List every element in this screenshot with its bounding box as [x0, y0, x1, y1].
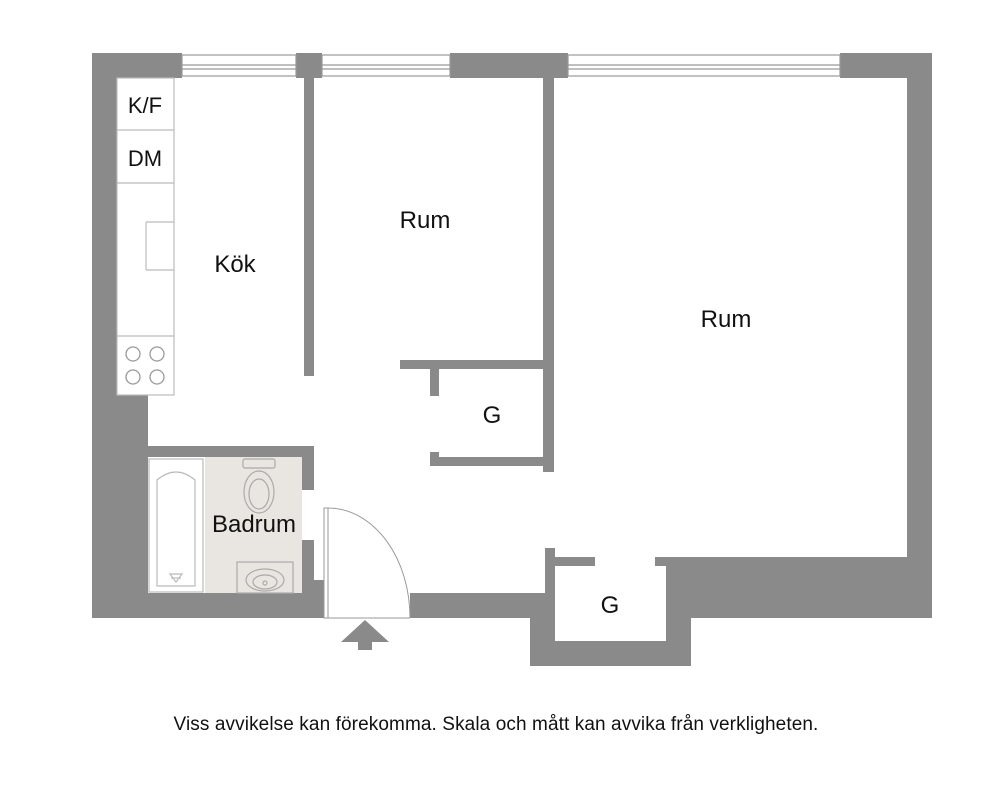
- entrance-arrow-icon: [341, 620, 389, 650]
- kitchen-counter: [116, 77, 175, 396]
- wall-closet-bottom: [530, 641, 691, 666]
- windows: [181, 54, 841, 77]
- wall-top-mid1: [296, 53, 322, 78]
- room-label-small-room: Rum: [400, 207, 451, 234]
- wall-closet-lower-top-right: [655, 557, 691, 566]
- wall-bottom-left: [92, 593, 324, 618]
- wall-bottom-right: [666, 557, 932, 618]
- interior-walls: [148, 78, 691, 618]
- wall-room-divider: [543, 78, 554, 472]
- wall-closet-upper-bottom: [430, 457, 554, 466]
- fridge-freezer-label: K/F: [128, 93, 162, 118]
- wall-room-small-bottom: [400, 360, 554, 369]
- sink-icon: [236, 561, 294, 594]
- outer-walls: [92, 53, 932, 666]
- disclaimer-text: Viss avvikelse kan förekomma. Skala och …: [173, 714, 819, 735]
- wall-closet-stub-top: [430, 369, 439, 396]
- dishwasher-label: DM: [128, 146, 162, 171]
- wall-bottom-mid: [410, 593, 530, 618]
- room-label-closet-lower: G: [601, 592, 620, 619]
- wall-right: [907, 53, 932, 618]
- stove-icon: [125, 346, 165, 385]
- wall-bathroom-right-upper: [302, 446, 314, 490]
- entrance-door: [323, 507, 411, 619]
- wall-bathroom-jamb: [314, 580, 324, 618]
- room-label-bathroom: Badrum: [212, 511, 296, 538]
- wall-kitchen-room: [304, 78, 314, 376]
- wall-bathroom-right-lower: [302, 540, 314, 593]
- room-label-closet-upper: G: [483, 402, 502, 429]
- wall-left-lower: [92, 395, 148, 618]
- bathroom-floor: [205, 457, 302, 593]
- bathtub-icon: [148, 458, 204, 593]
- room-label-kitchen: Kök: [214, 251, 256, 278]
- wall-closet-lower-top-left: [545, 557, 595, 566]
- wall-top-mid2: [450, 53, 568, 78]
- wall-bathroom-top: [148, 446, 314, 457]
- wall-closet-lower-left: [545, 548, 555, 618]
- room-label-large-room: Rum: [701, 306, 752, 333]
- toilet-icon: [242, 458, 276, 514]
